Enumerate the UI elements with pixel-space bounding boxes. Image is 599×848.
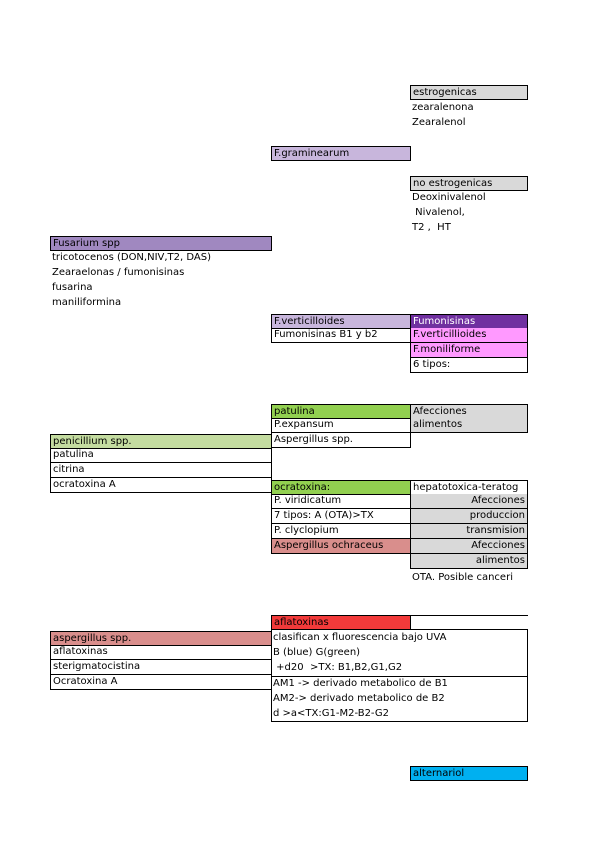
f-graminearum-header: F.graminearum xyxy=(271,146,411,161)
fumonisinas-item: F.verticillioides xyxy=(410,328,528,343)
ocratoxina-right-item: alimentos xyxy=(410,554,528,569)
ocratoxina-right-item: produccion xyxy=(410,509,528,524)
ocratoxina-right-item: Afecciones xyxy=(410,539,528,554)
penicillium-item: ocratoxina A xyxy=(50,478,272,493)
fumonisinas-item: F.moniliforme xyxy=(410,343,528,358)
aflatoxinas-line: +d20 >TX: B1,B2,G1,G2 xyxy=(273,662,403,673)
aflatoxinas-header: aflatoxinas xyxy=(271,615,411,630)
patulina-item: P.expansum xyxy=(271,418,411,433)
ocratoxina-note: OTA. Posible canceri xyxy=(412,572,513,583)
aflatoxinas-line: AM2-> derivado metabolico de B2 xyxy=(273,693,445,704)
f-verticilloides-header: F.verticilloides xyxy=(271,314,411,329)
ocratoxina-header: ocratoxina: xyxy=(271,480,411,495)
penicillium-header: penicillium spp. xyxy=(50,434,272,449)
fusarium-item: tricotocenos (DON,NIV,T2, DAS) xyxy=(52,252,211,263)
ocratoxina-item: P. clyclopium xyxy=(271,524,411,539)
f-verticilloides-sub: Fumonisinas B1 y b2 xyxy=(271,328,411,343)
aflatoxinas-line: clasifican x fluorescencia bajo UVA xyxy=(273,632,447,643)
no-estrogenicas-header: no estrogenicas xyxy=(410,176,528,191)
ocratoxina-right-header: hepatotoxica-teratog xyxy=(410,480,528,495)
patulina-header: patulina xyxy=(271,404,411,419)
ocratoxina-item: 7 tipos: A (OTA)>TX xyxy=(271,509,411,524)
fusarium-item: Zearaelonas / fumonisinas xyxy=(52,267,185,278)
estrogenicas-item: zearalenona xyxy=(412,102,474,113)
fumonisinas-item: 6 tipos: xyxy=(410,358,528,373)
fusarium-header: Fusarium spp xyxy=(50,236,272,251)
ocratoxina-item: P. viridicatum xyxy=(271,494,411,509)
aflatoxinas-line: AM1 -> derivado metabolico de B1 xyxy=(273,678,448,689)
aflatoxinas-box-2 xyxy=(271,676,528,722)
penicillium-item: citrina xyxy=(50,463,272,478)
aflatoxinas-line: d >a<TX:G1-M2-B2-G2 xyxy=(273,708,390,719)
fusarium-item: maniliformina xyxy=(52,297,122,308)
fumonisinas-header: Fumonisinas xyxy=(410,314,528,329)
patulina-right-item: alimentos xyxy=(410,418,528,433)
patulina-item: Aspergillus spp. xyxy=(271,433,411,448)
ocratoxina-right-item: Afecciones xyxy=(410,494,528,509)
aspergillus-header: aspergillus spp. xyxy=(50,631,272,646)
no-estrogenicas-item: T2 , HT xyxy=(412,222,451,233)
estrogenicas-item: Zearalenol xyxy=(412,117,466,128)
aflatoxinas-line: B (blue) G(green) xyxy=(273,647,361,658)
aspergillus-item: aflatoxinas xyxy=(50,645,272,660)
ocratoxina-right-item: transmision xyxy=(410,524,528,539)
estrogenicas-header: estrogenicas xyxy=(410,85,528,100)
aspergillus-item: sterigmatocistina xyxy=(50,660,272,675)
fusarium-item: fusarina xyxy=(52,282,93,293)
patulina-right-item: Afecciones xyxy=(410,404,528,419)
alternariol-header: alternariol xyxy=(410,766,528,781)
no-estrogenicas-item: Nivalenol, xyxy=(412,207,465,218)
no-estrogenicas-item: Deoxinivalenol xyxy=(412,192,486,203)
penicillium-item: patulina xyxy=(50,448,272,463)
aspergillus-item: Ocratoxina A xyxy=(50,675,272,690)
ocratoxina-item: Aspergillus ochraceus xyxy=(271,539,411,554)
aflatoxinas-header-rule xyxy=(410,615,528,616)
